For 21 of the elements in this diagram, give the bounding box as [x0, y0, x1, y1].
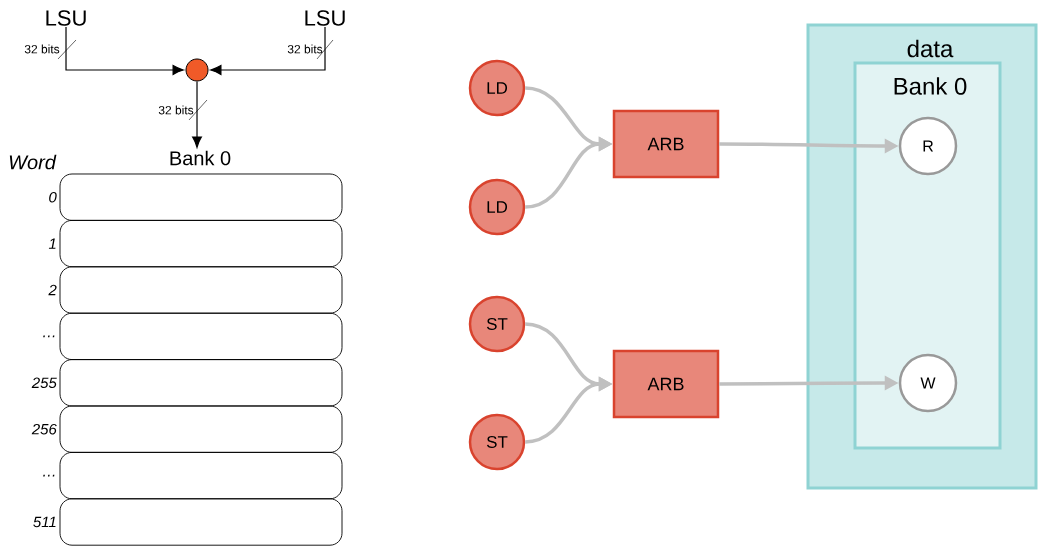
- arrow: [192, 80, 202, 148]
- unit-label: LSU: [305, 10, 345, 26]
- row-index: 0: [49, 191, 57, 203]
- arrow: [65, 26, 184, 75]
- edge-label: 32 bits: [24, 44, 60, 54]
- junction-dot: [185, 58, 209, 82]
- edge-label: 32 bits: [287, 44, 323, 54]
- arrow: [210, 26, 326, 75]
- row-index: 2: [48, 284, 57, 296]
- axis-title: Word: [9, 154, 57, 170]
- row-index: …: [43, 335, 55, 338]
- row-index: 1: [48, 238, 56, 249]
- unit-label: LSU: [46, 10, 86, 26]
- unit-label: Bank 0: [170, 150, 231, 166]
- row-index: …: [43, 474, 55, 477]
- row-index: 256: [31, 423, 57, 435]
- row-index: 255: [31, 377, 57, 389]
- edge-label: 32 bits: [158, 105, 194, 115]
- row-index: 511: [33, 516, 56, 528]
- arbiter-box: ARB: [612, 109, 720, 179]
- arbiter-box: ARB: [612, 349, 720, 419]
